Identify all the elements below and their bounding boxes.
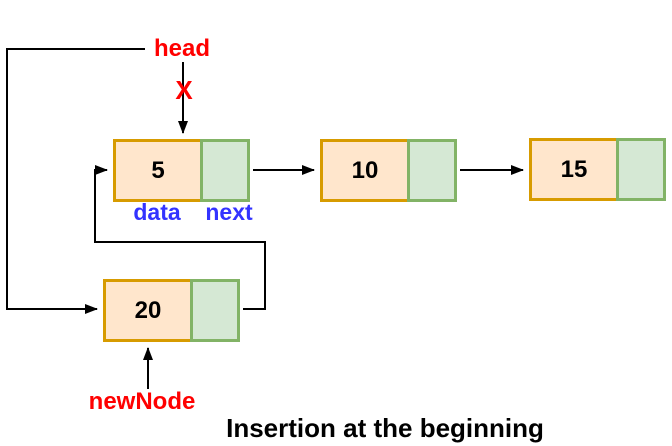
node-5-data-cell: 5 bbox=[113, 139, 203, 202]
removed-pointer-x-mark: X bbox=[175, 75, 193, 105]
node-10-value: 10 bbox=[351, 156, 379, 184]
node-5-next-cell bbox=[200, 139, 250, 202]
data-field-label: data bbox=[133, 199, 181, 225]
list-node-15: 15 bbox=[529, 138, 666, 201]
node-20-data-cell: 20 bbox=[103, 279, 193, 342]
node-15-next-cell bbox=[616, 138, 666, 201]
diagram-title: Insertion at the beginning bbox=[226, 413, 544, 443]
node-5-value: 5 bbox=[151, 156, 165, 184]
node-10-next-cell bbox=[407, 139, 457, 202]
node-15-value: 15 bbox=[560, 155, 588, 183]
list-node-10: 10 bbox=[320, 139, 457, 202]
node-10-data-cell: 10 bbox=[320, 139, 410, 202]
list-node-5: 5 bbox=[113, 139, 250, 202]
head-label: head bbox=[153, 35, 211, 62]
node-20-value: 20 bbox=[134, 296, 162, 324]
newnode-label: newNode bbox=[88, 388, 196, 415]
next-field-label: next bbox=[205, 199, 253, 225]
node-15-data-cell: 15 bbox=[529, 138, 619, 201]
node-20-next-cell bbox=[190, 279, 240, 342]
list-node-20: 20 bbox=[103, 279, 240, 342]
